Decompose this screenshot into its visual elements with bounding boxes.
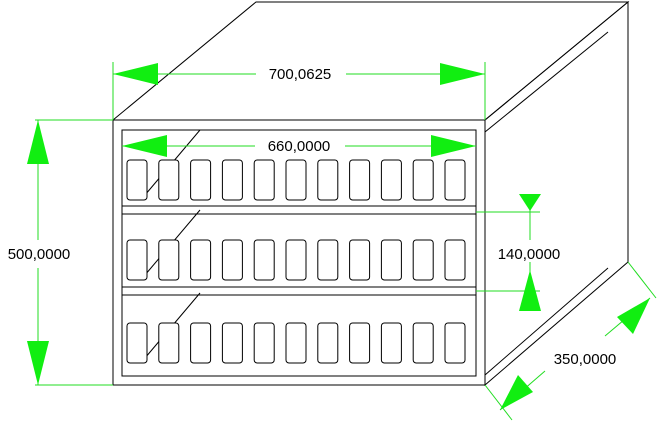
slot — [444, 159, 466, 201]
arrow-right-icon — [617, 298, 650, 334]
arrow-down-icon — [519, 194, 541, 211]
dimension-depth: 350,0000 — [484, 261, 657, 421]
cabinet-body — [111, 0, 630, 387]
dimension-outer-width: 700,0625 — [112, 62, 486, 120]
right-side-face — [484, 0, 629, 387]
extension-line-front — [484, 384, 513, 421]
slot — [412, 159, 434, 201]
slot — [317, 159, 339, 201]
slot — [412, 239, 434, 281]
back-depth-line-bottom — [484, 267, 609, 376]
shelf-spacing-label: 140,0000 — [498, 246, 561, 263]
slot — [221, 239, 243, 281]
front-face — [112, 119, 486, 386]
dimension-shelf-spacing: 140,0000 — [476, 194, 560, 311]
slot — [126, 239, 148, 281]
arrow-right-icon — [431, 135, 476, 157]
slot — [444, 322, 466, 364]
slot — [349, 239, 371, 281]
dimension-height: 500,0000 — [8, 119, 113, 386]
arrow-right-icon — [440, 63, 485, 85]
dimension-inner-width: 660,0000 — [122, 135, 476, 157]
slot — [317, 322, 339, 364]
arrow-up-icon — [27, 120, 49, 164]
slot — [158, 159, 180, 201]
arrow-left-icon — [113, 63, 158, 85]
slot — [285, 159, 307, 201]
slot — [380, 159, 402, 201]
arrow-left-icon — [122, 135, 167, 157]
slot — [285, 322, 307, 364]
inner-width-label: 660,0000 — [268, 138, 331, 155]
slot — [126, 159, 148, 201]
front-inner-frame — [121, 129, 477, 377]
arrow-left-icon — [500, 375, 533, 410]
slot — [126, 322, 148, 364]
slot — [221, 322, 243, 364]
slot — [158, 239, 180, 281]
slot — [190, 239, 212, 281]
depth-label: 350,0000 — [554, 351, 617, 368]
slot — [349, 159, 371, 201]
slot — [253, 159, 275, 201]
top-face — [111, 1, 630, 121]
outer-width-label: 700,0625 — [269, 66, 332, 83]
extension-line-back — [627, 261, 657, 299]
slot — [380, 239, 402, 281]
slot — [190, 322, 212, 364]
back-depth-line — [484, 31, 609, 133]
slot — [190, 159, 212, 201]
arrow-up-icon — [519, 270, 541, 311]
slot — [253, 239, 275, 281]
height-label: 500,0000 — [8, 246, 71, 263]
slot — [253, 322, 275, 364]
slot — [444, 239, 466, 281]
slot — [221, 159, 243, 201]
shelves — [122, 129, 476, 364]
slot — [317, 239, 339, 281]
slot — [349, 322, 371, 364]
slot — [380, 322, 402, 364]
slot — [412, 322, 434, 364]
arrow-down-icon — [27, 341, 49, 385]
slot — [158, 322, 180, 364]
slot — [285, 239, 307, 281]
